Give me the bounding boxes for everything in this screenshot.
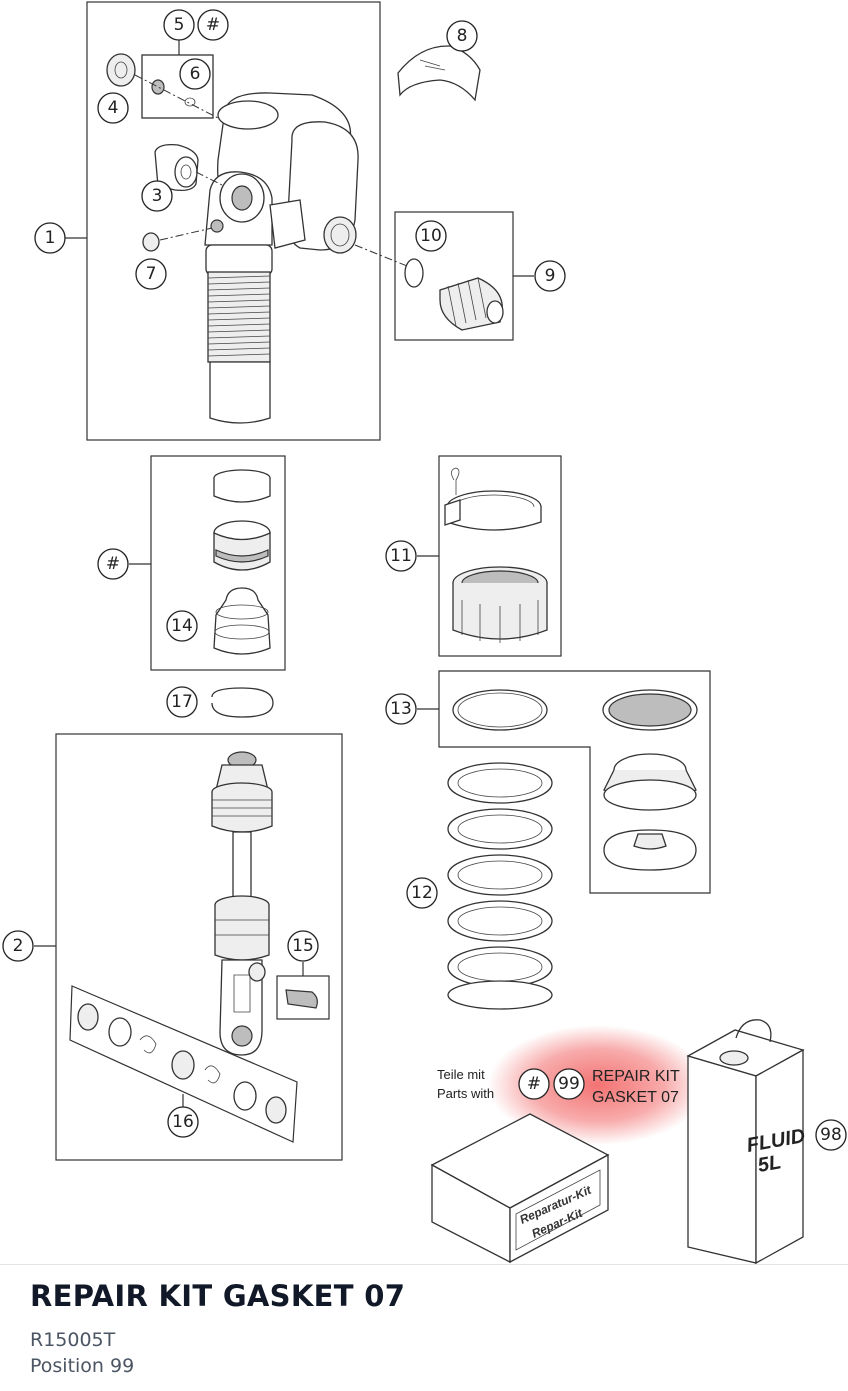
- fluid-can: FLUID 5L: [686, 1019, 807, 1264]
- valve-group: [354, 211, 534, 341]
- svg-text:#: #: [206, 15, 220, 35]
- exploded-parts-diagram: Teile mit Parts with REPAIR KIT GASKET 0…: [2, 1, 847, 1264]
- svg-text:6: 6: [190, 64, 201, 84]
- callout-98[interactable]: 98: [815, 1119, 847, 1151]
- svg-text:5: 5: [174, 15, 185, 35]
- svg-text:1: 1: [45, 228, 56, 248]
- svg-text:#: #: [106, 554, 120, 574]
- repair-kit-highlight: [488, 1025, 708, 1145]
- callout-9[interactable]: 9: [534, 260, 566, 292]
- svg-text:11: 11: [390, 546, 412, 566]
- callout-12[interactable]: 12: [406, 877, 438, 909]
- svg-text:98: 98: [820, 1125, 842, 1145]
- svg-text:7: 7: [146, 264, 157, 284]
- svg-text:9: 9: [545, 266, 556, 286]
- legend-kit-line1: REPAIR KIT: [592, 1068, 680, 1085]
- part-info-panel: REPAIR KIT GASKET 07 R15005T Position 99: [0, 1264, 848, 1391]
- callout-4[interactable]: 4: [97, 92, 129, 124]
- svg-text:3: 3: [152, 186, 163, 206]
- circlip-part: [211, 687, 274, 718]
- part-number: R15005T: [30, 1329, 116, 1351]
- seal-head-group: [129, 455, 286, 671]
- main-spring-part: [447, 762, 553, 1010]
- callout-8[interactable]: 8: [446, 20, 478, 52]
- legend-parts-with: Parts with: [437, 1086, 494, 1101]
- svg-text:8: 8: [457, 26, 468, 46]
- callout-3[interactable]: 3: [141, 180, 173, 212]
- damper-rod-group: [34, 733, 343, 1161]
- svg-text:12: 12: [411, 883, 433, 903]
- callout-13[interactable]: 13: [385, 693, 417, 725]
- decal-part: [397, 45, 481, 102]
- svg-text:4: 4: [108, 98, 119, 118]
- spring-seat-group: [417, 670, 711, 894]
- callout-6[interactable]: 6: [179, 58, 211, 90]
- callout-10[interactable]: 10: [415, 220, 447, 252]
- can-label-line2: 5L: [756, 1151, 783, 1177]
- callout-7[interactable]: 7: [135, 258, 167, 290]
- callout-16[interactable]: 16: [167, 1106, 199, 1138]
- callout-hash-top[interactable]: #: [197, 9, 229, 41]
- repair-kit-box: Reparatur-Kit Repar-Kit: [430, 1113, 610, 1264]
- svg-text:17: 17: [171, 692, 193, 712]
- svg-text:15: 15: [292, 936, 314, 956]
- part-position: Position 99: [30, 1355, 135, 1377]
- svg-text:13: 13: [390, 699, 412, 719]
- legend-kit-line2: GASKET 07: [592, 1089, 679, 1106]
- callout-99[interactable]: 99: [553, 1068, 585, 1100]
- callout-2[interactable]: 2: [2, 930, 34, 962]
- callout-14[interactable]: 14: [166, 610, 198, 642]
- callout-hash-legend[interactable]: #: [518, 1068, 550, 1100]
- part-title: REPAIR KIT GASKET 07: [30, 1279, 406, 1313]
- callout-17[interactable]: 17: [166, 686, 198, 718]
- callout-15[interactable]: 15: [287, 930, 319, 962]
- callout-hash-mid[interactable]: #: [97, 548, 129, 580]
- svg-text:2: 2: [13, 936, 24, 956]
- svg-text:16: 16: [172, 1112, 194, 1132]
- svg-text:14: 14: [171, 616, 193, 636]
- svg-text:10: 10: [420, 226, 442, 246]
- callout-5[interactable]: 5: [163, 9, 195, 41]
- svg-text:99: 99: [558, 1074, 580, 1094]
- svg-text:#: #: [527, 1074, 541, 1094]
- adjuster-ring-group: [417, 455, 562, 657]
- callout-11[interactable]: 11: [385, 540, 417, 572]
- shock-absorber-group: [50, 1, 381, 441]
- legend-teile-mit: Teile mit: [437, 1067, 485, 1082]
- callout-1[interactable]: 1: [34, 222, 66, 254]
